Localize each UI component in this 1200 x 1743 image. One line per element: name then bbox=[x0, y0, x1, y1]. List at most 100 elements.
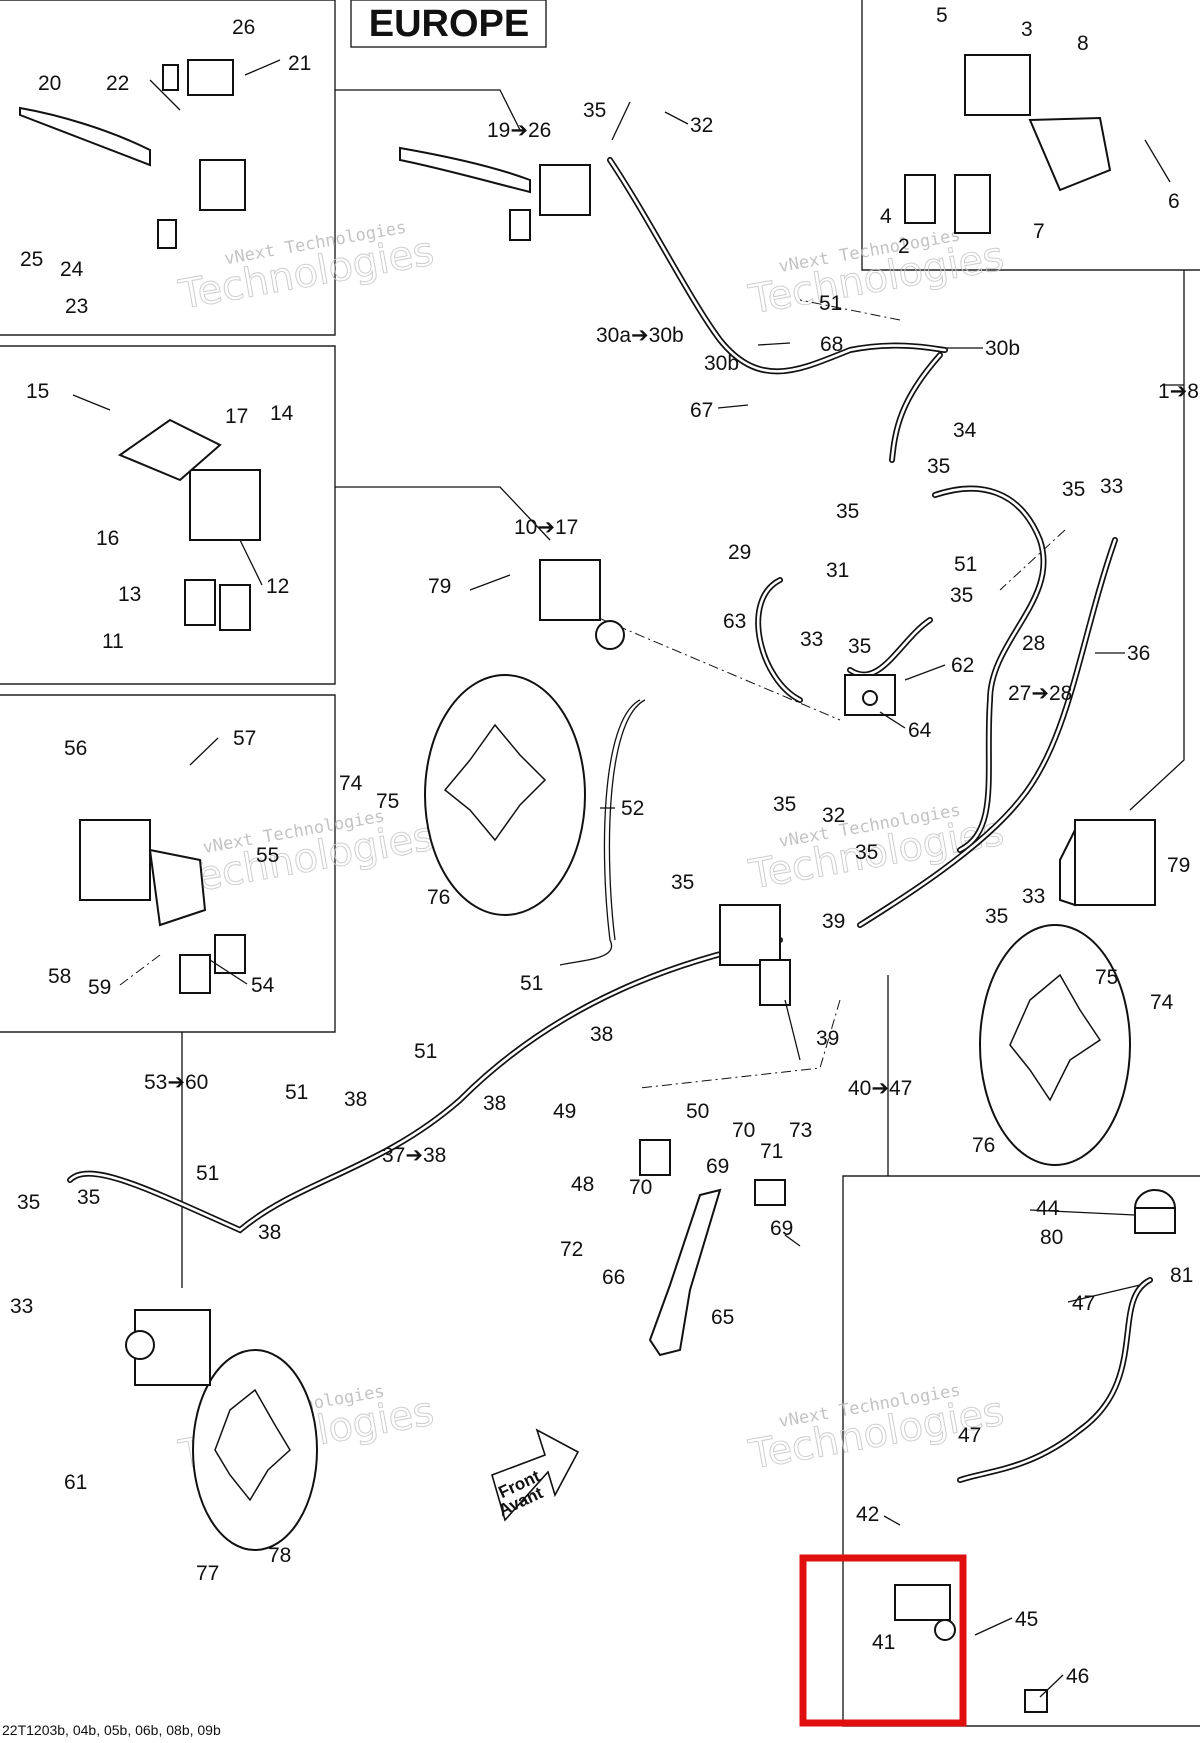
callout-59: 59 bbox=[88, 976, 111, 999]
callout-35g: 35 bbox=[950, 584, 973, 607]
callout-12: 12 bbox=[266, 575, 289, 598]
brake-disc-front-left bbox=[424, 674, 586, 916]
callout-48: 48 bbox=[571, 1173, 594, 1196]
callout-35: 35 bbox=[583, 99, 606, 122]
callout-19-26: 19➔26 bbox=[487, 119, 551, 142]
callout-55: 55 bbox=[256, 844, 279, 867]
callout-68: 68 bbox=[820, 333, 843, 356]
callout-74: 74 bbox=[339, 772, 363, 795]
callout-63: 63 bbox=[723, 610, 746, 633]
callout-70: 70 bbox=[732, 1119, 755, 1142]
callout-24: 24 bbox=[60, 258, 84, 281]
callout-35i: 35 bbox=[985, 905, 1008, 928]
highlight-part-41 bbox=[799, 1554, 967, 1727]
callout-47: 47 bbox=[1072, 1292, 1095, 1315]
callout-35j: 35 bbox=[671, 871, 694, 894]
callout-69b: 69 bbox=[770, 1217, 793, 1240]
callout-35e: 35 bbox=[927, 455, 950, 478]
callout-65: 65 bbox=[711, 1306, 734, 1329]
callout-7: 7 bbox=[1033, 220, 1045, 243]
callout-15: 15 bbox=[26, 380, 49, 403]
callout-61: 61 bbox=[64, 1471, 87, 1494]
callout-38: 38 bbox=[590, 1023, 613, 1046]
caliper-front-right bbox=[1059, 819, 1156, 907]
callout-53-60: 53➔60 bbox=[144, 1071, 208, 1094]
callout-57: 57 bbox=[233, 727, 256, 750]
front-direction-arrow: Front Avant bbox=[491, 1428, 580, 1522]
callout-4: 4 bbox=[880, 205, 892, 228]
callout-77: 77 bbox=[196, 1562, 219, 1585]
callout-17: 17 bbox=[225, 405, 248, 428]
callout-71: 71 bbox=[760, 1140, 783, 1163]
callout-13: 13 bbox=[118, 583, 141, 606]
callout-1-8: 1➔8 bbox=[1158, 380, 1199, 403]
leader-lines bbox=[72, 59, 1184, 1698]
callout-11: 11 bbox=[102, 630, 124, 653]
callout-27-28: 27➔28 bbox=[1008, 682, 1072, 705]
caliper-right-panel bbox=[904, 54, 1112, 234]
callout-37-38: 37➔38 bbox=[382, 1144, 446, 1167]
callout-33c: 33 bbox=[1022, 885, 1045, 908]
reference-code: 22T1203b, 04b, 05b, 06b, 08b, 09b bbox=[2, 1722, 221, 1738]
callout-51d: 51 bbox=[414, 1040, 437, 1063]
callout-33: 33 bbox=[800, 628, 823, 651]
callout-6: 6 bbox=[1168, 190, 1180, 213]
panel-caliper-right bbox=[861, 0, 1200, 271]
callout-75: 75 bbox=[376, 790, 399, 813]
brake-switch-valve bbox=[719, 904, 801, 1061]
callout-54: 54 bbox=[251, 974, 275, 997]
callout-66: 66 bbox=[602, 1266, 625, 1289]
callout-35d: 35 bbox=[855, 841, 878, 864]
caliper-rear-panel bbox=[79, 819, 246, 994]
callout-51: 51 bbox=[819, 292, 842, 315]
rear-master-cylinder bbox=[894, 1189, 1176, 1713]
callout-64: 64 bbox=[908, 719, 932, 742]
callout-70b: 70 bbox=[629, 1176, 652, 1199]
callout-16: 16 bbox=[96, 527, 119, 550]
callout-75b: 75 bbox=[1095, 966, 1118, 989]
callout-35k: 35 bbox=[17, 1191, 40, 1214]
callout-49: 49 bbox=[553, 1100, 576, 1123]
title-box bbox=[350, 0, 547, 48]
callout-31: 31 bbox=[826, 559, 849, 582]
callout-45: 45 bbox=[1015, 1608, 1038, 1631]
callout-8: 8 bbox=[1077, 32, 1089, 55]
callout-62: 62 bbox=[951, 654, 974, 677]
callout-79: 79 bbox=[428, 575, 451, 598]
callout-labels: 26 21 20 22 25 24 23 19➔26 35 32 30a➔30b… bbox=[10, 4, 1199, 1688]
callout-39: 39 bbox=[822, 910, 845, 933]
callout-69: 69 bbox=[706, 1155, 729, 1178]
watermark: vNext Technologies Technologies vNext Te… bbox=[175, 218, 1008, 1479]
callout-35l: 35 bbox=[77, 1186, 100, 1209]
master-cylinder-right-lever bbox=[399, 146, 591, 241]
panel-rear-master-cylinder bbox=[842, 1175, 1200, 1727]
callout-51b: 51 bbox=[954, 553, 977, 576]
brake-lines bbox=[67, 157, 1153, 1483]
callout-51c: 51 bbox=[520, 972, 543, 995]
panel-caliper-front-left bbox=[0, 345, 336, 685]
callout-38c: 38 bbox=[344, 1088, 367, 1111]
callout-76b: 76 bbox=[972, 1134, 995, 1157]
callout-2: 2 bbox=[898, 235, 910, 258]
callout-72: 72 bbox=[560, 1238, 583, 1261]
callout-30a-30b: 30a➔30b bbox=[596, 324, 684, 347]
callout-28: 28 bbox=[1022, 632, 1045, 655]
callout-81: 81 bbox=[1170, 1264, 1193, 1287]
callout-42: 42 bbox=[856, 1503, 879, 1526]
callout-41: 41 bbox=[872, 1631, 895, 1654]
caliper-rear bbox=[125, 1309, 211, 1386]
callout-79b: 79 bbox=[1167, 854, 1190, 877]
callout-32: 32 bbox=[690, 114, 713, 137]
callout-35f: 35 bbox=[836, 500, 859, 523]
callout-35c: 35 bbox=[773, 793, 796, 816]
brake-disc-front-right bbox=[979, 924, 1131, 1166]
caliper-10-17 bbox=[539, 559, 625, 650]
callout-40-47: 40➔47 bbox=[848, 1077, 912, 1100]
callout-47b: 47 bbox=[958, 1424, 981, 1447]
callout-80: 80 bbox=[1040, 1226, 1063, 1249]
callout-44: 44 bbox=[1036, 1197, 1060, 1220]
callout-35b: 35 bbox=[848, 635, 871, 658]
